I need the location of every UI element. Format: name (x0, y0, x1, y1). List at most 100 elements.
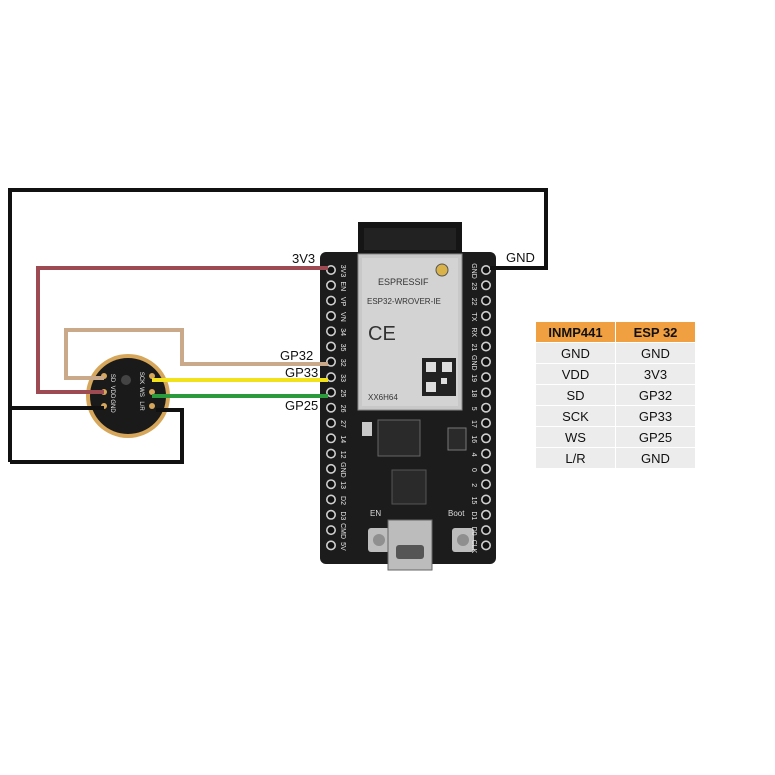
left-header-labels: 3V3ENVPVN343532332526271412GND13D2D3CMD5… (339, 265, 346, 551)
header-pin (480, 494, 491, 505)
header-pin (325, 463, 336, 474)
header-pin-label: GND (470, 355, 477, 371)
boot-label: Boot (448, 509, 465, 518)
table-cell: GND (615, 447, 696, 469)
header-pin (480, 356, 491, 367)
header-pin-label: 22 (470, 298, 477, 306)
en-label: EN (370, 509, 381, 518)
header-pin (480, 463, 491, 474)
header-pin-label: 5 (470, 407, 477, 411)
header-pin-label: 15 (470, 497, 477, 505)
header-pin (325, 402, 336, 413)
header-pin-label: D3 (339, 511, 346, 520)
header-pin-label: 4 (470, 453, 477, 457)
header-pin (480, 433, 491, 444)
module-model: ESP32-WROVER-IE (367, 297, 441, 306)
module-brand: ESPRESSIF (378, 277, 429, 287)
header-pin (325, 540, 336, 551)
gnd-wire (8, 188, 548, 462)
header-pin (325, 417, 336, 428)
header-pin-label: 16 (470, 435, 477, 443)
header-pin-label: GND (470, 263, 477, 279)
header-pin-label: D0 (470, 527, 477, 536)
table-header-esp32: ESP 32 (615, 321, 696, 343)
header-pin-label: GND (339, 462, 346, 478)
header-pin-label: 17 (470, 420, 477, 428)
header-pin (480, 525, 491, 536)
header-pin (480, 387, 491, 398)
header-pin-label: 33 (339, 374, 346, 382)
header-pin-label: 2 (470, 483, 477, 487)
header-pin (325, 326, 336, 337)
table-cell: SCK (535, 405, 616, 427)
table-cell: SD (535, 384, 616, 406)
header-pin-label: D2 (339, 496, 346, 505)
header-pin-label: 23 (470, 282, 477, 290)
mic-pin-label: GND (109, 399, 115, 413)
header-pin-label: 27 (339, 420, 346, 428)
header-pin-label: 5V (339, 542, 346, 551)
ce-mark: CE (368, 323, 396, 345)
header-pin-label: 13 (339, 481, 346, 489)
vdd-wire (36, 266, 328, 394)
header-pin (325, 295, 336, 306)
header-pin (480, 280, 491, 291)
table-cell: 3V3 (615, 363, 696, 385)
module-small-text: XX6H64 (368, 393, 398, 402)
header-pin (480, 417, 491, 428)
header-pin-label: 26 (339, 405, 346, 413)
header-pin (480, 448, 491, 459)
table-cell: VDD (535, 363, 616, 385)
antenna-connector (435, 263, 449, 277)
header-pin (480, 341, 491, 352)
left-header (325, 264, 336, 551)
header-pin (325, 356, 336, 367)
table-cell: WS (535, 426, 616, 448)
header-pin (325, 479, 336, 490)
table-cell: GP25 (615, 426, 696, 448)
header-pin-label: 14 (339, 435, 346, 443)
mic-pin-label: VDD (109, 386, 115, 399)
table-header-inmp441: INMP441 (535, 321, 616, 343)
table-cell: GP32 (615, 384, 696, 406)
table-cell: L/R (535, 447, 616, 469)
header-pin (480, 264, 491, 275)
header-pin (325, 509, 336, 520)
table-cell: GND (615, 342, 696, 364)
header-pin-label: 0 (470, 468, 477, 472)
header-pin (480, 479, 491, 490)
label-gp25: GP25 (285, 398, 318, 413)
header-pin (480, 310, 491, 321)
header-pin-label: VP (339, 297, 346, 307)
header-pin-label: D1 (470, 511, 477, 520)
header-pin-label: 35 (339, 344, 346, 352)
right-header (480, 264, 491, 551)
mic-pin-label: SCK (138, 372, 144, 384)
mic-pin-label: WS (138, 387, 144, 397)
header-pin-label: CLK (470, 540, 477, 554)
usb-uart-chip (391, 469, 427, 505)
label-3v3: 3V3 (292, 251, 315, 266)
header-pin-label: CMD (339, 523, 346, 539)
header-pin (325, 372, 336, 383)
header-pin (480, 402, 491, 413)
header-pin-label: 25 (339, 390, 346, 398)
label-gp32: GP32 (280, 348, 313, 363)
table-cell: GP33 (615, 405, 696, 427)
header-pin (325, 310, 336, 321)
header-pin (325, 387, 336, 398)
header-pin-label: 18 (470, 390, 477, 398)
header-pin (325, 264, 336, 275)
header-pin (325, 448, 336, 459)
header-pin-label: 3V3 (339, 265, 346, 278)
header-pin-label: 34 (339, 328, 346, 336)
